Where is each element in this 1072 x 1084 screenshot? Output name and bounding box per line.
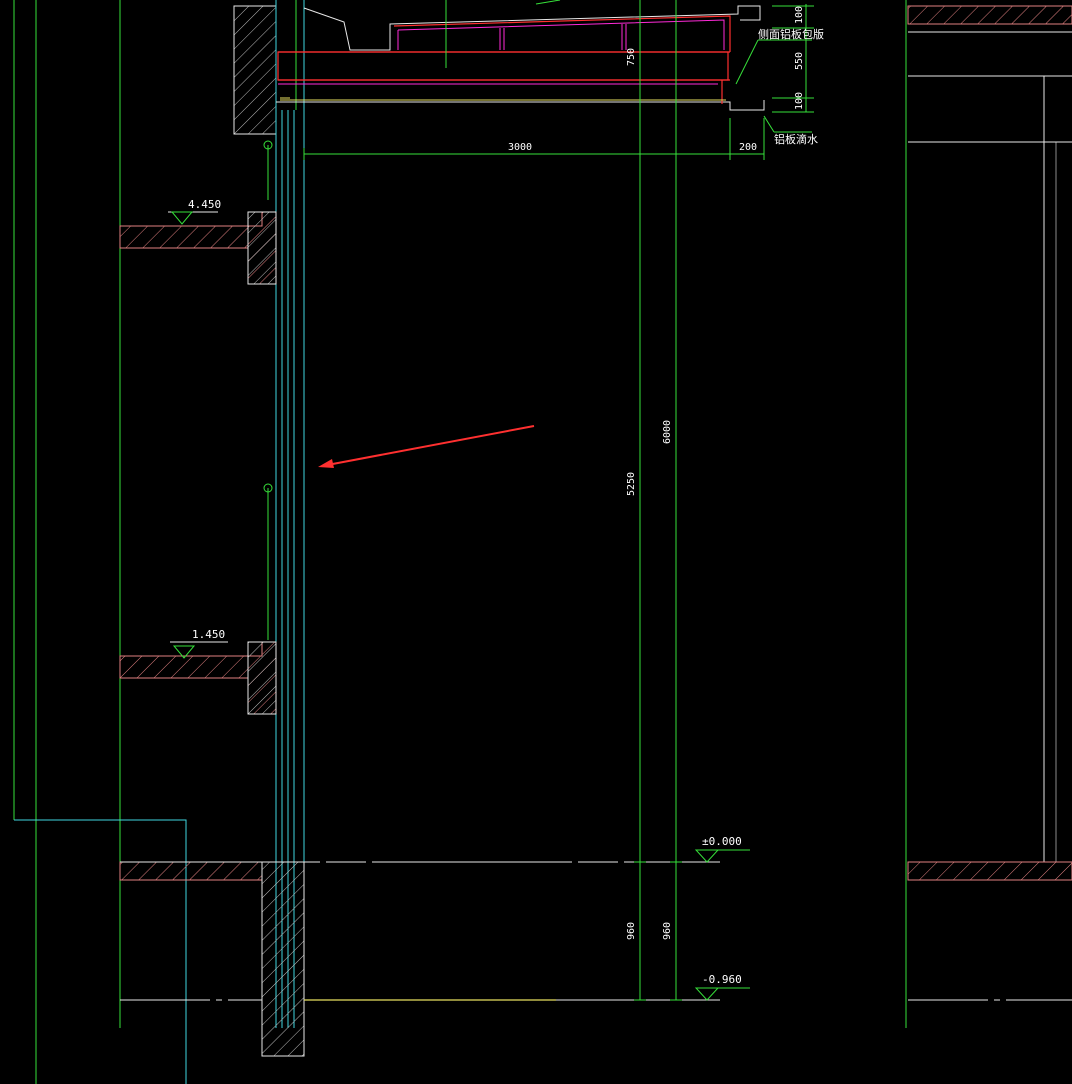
wall-column-top <box>233 5 277 135</box>
top-small-arrow <box>535 0 561 5</box>
dim-label-6000: 6000 <box>662 420 673 444</box>
annotation-drip-edge: 铝板滴水 <box>774 132 818 146</box>
canopy-outline <box>276 5 765 111</box>
elevation-mark-lower: 1.450 <box>170 628 228 659</box>
canopy-cladding-red <box>277 15 731 104</box>
leader-lines <box>735 39 812 133</box>
elevation-mark-upper: 4.450 <box>168 198 221 225</box>
dim-label-750: 750 <box>626 48 637 66</box>
dim-label-bot-100: 100 <box>794 92 805 110</box>
mullion-green-lines <box>267 0 297 640</box>
dimension-lines-vertical <box>445 0 677 1000</box>
dim-label-top-100: 100 <box>794 6 805 24</box>
elevation-label-upper: 4.450 <box>188 198 221 211</box>
dimension-line-horizontal <box>303 118 765 160</box>
annotation-side-cladding: 侧面铝板包版 <box>758 27 824 41</box>
dim-label-550: 550 <box>794 52 805 70</box>
dim-label-960-a: 960 <box>626 922 637 940</box>
elevation-mark-ground: -0.960 <box>694 973 750 1001</box>
elevation-mark-zero: ±0.000 <box>694 835 750 863</box>
dimension-ticks <box>634 861 682 1001</box>
canopy-dimension-chain <box>772 4 814 113</box>
canopy-inner-lines <box>280 97 726 101</box>
floor-slab-lower <box>119 641 277 715</box>
elevation-label-lower: 1.450 <box>192 628 225 641</box>
curtain-wall-lines <box>275 0 305 1028</box>
left-cyan-frame <box>14 819 187 1084</box>
elevation-label-zero: ±0.000 <box>702 835 742 848</box>
left-grid-lines <box>13 0 121 1084</box>
red-arrow-icon <box>318 425 535 468</box>
dim-label-3000: 3000 <box>508 142 532 153</box>
anchor-circles <box>263 140 273 493</box>
canopy-cladding-magenta <box>278 19 725 85</box>
dim-label-200: 200 <box>739 142 757 153</box>
right-section <box>905 0 1072 1028</box>
floor-slab-upper <box>119 211 277 285</box>
dim-label-960-b: 960 <box>662 922 673 940</box>
dim-label-5250: 5250 <box>626 472 637 496</box>
ground-slab <box>119 861 305 1057</box>
elevation-label-ground: -0.960 <box>702 973 742 986</box>
